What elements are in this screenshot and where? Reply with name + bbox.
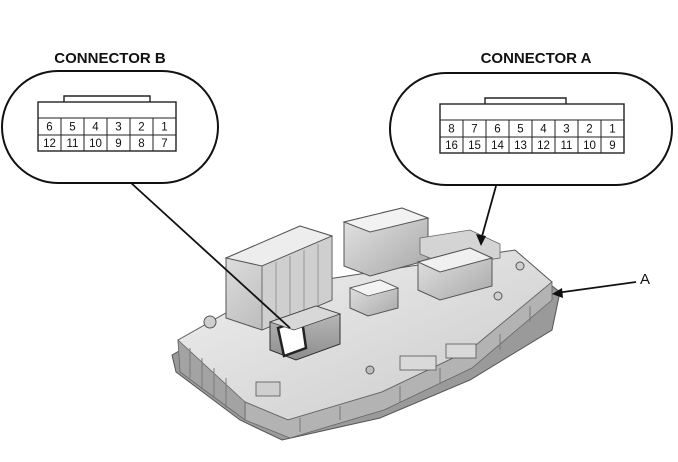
connector-b-latch xyxy=(63,95,151,102)
connector-a-bottom-pin-label: 13 xyxy=(514,140,527,152)
connector-b-bottom-pin-label: 10 xyxy=(89,138,102,150)
connector-a-bottom-pin-label: 16 xyxy=(445,140,458,152)
connector-a-bottom-pin-label: 9 xyxy=(609,140,615,152)
connector-a-top-pin-label: 6 xyxy=(494,124,500,136)
connector-b-top-pin-label: 2 xyxy=(138,122,144,134)
leader-lines xyxy=(129,181,637,329)
connector-b-top-pin-label: 5 xyxy=(69,122,75,134)
connector-b-bottom-pin-label: 7 xyxy=(161,138,167,150)
connector-a-callout: CONNECTOR A 8 7 6 5 4 3 2 1 16 15 14 13 12 11 10 9 xyxy=(389,50,673,186)
connector-a-bottom-pin-label: 15 xyxy=(468,140,481,152)
control-unit-illustration xyxy=(171,207,561,441)
connector-a-top-pin-label: 4 xyxy=(540,124,547,136)
callout-a-arrowhead xyxy=(552,288,563,298)
connector-a-top-pin-label: 8 xyxy=(448,124,454,136)
connector-a-top-pin-label: 5 xyxy=(517,124,523,136)
connector-b-top-pin-label: 3 xyxy=(115,122,121,134)
connector-a-bottom-pin-label: 10 xyxy=(583,140,596,152)
connector-b-leader xyxy=(129,181,291,329)
connector-b-bottom-pin-label: 12 xyxy=(43,138,56,150)
connector-a-title: CONNECTOR A xyxy=(481,50,592,67)
connector-b-title: CONNECTOR B xyxy=(54,50,166,67)
connector-b-top-pin-label: 4 xyxy=(92,122,99,134)
connector-a-top-pin-label: 7 xyxy=(471,124,477,136)
connector-b-bottom-pin-label: 11 xyxy=(67,138,79,150)
connector-b-bottom-pin-label: 9 xyxy=(115,138,121,150)
connector-b-top-pin-label: 6 xyxy=(46,122,52,134)
connector-a-top-row: 8 7 6 5 4 3 2 1 xyxy=(448,120,616,137)
connector-a-latch xyxy=(484,97,567,104)
connector-b-callout: CONNECTOR B 6 5 4 3 2 1 12 11 10 9 8 7 xyxy=(1,50,219,184)
connector-b-top-row: 6 5 4 3 2 1 xyxy=(46,118,168,135)
connector-a-bottom-pin-label: 14 xyxy=(491,140,504,152)
callout-a-leader xyxy=(555,281,637,294)
connector-a-bottom-pin-label: 12 xyxy=(537,140,550,152)
connector-a-bottom-pin-label: 11 xyxy=(561,140,573,152)
connector-a-top-pin-label: 2 xyxy=(586,124,592,136)
connector-b-top-pin-label: 1 xyxy=(161,122,167,134)
connector-a-bottom-row: 16 15 14 13 12 11 10 9 xyxy=(445,137,616,153)
connector-a-top-pin-label: 1 xyxy=(609,124,615,136)
callout-a-label: A xyxy=(640,271,650,288)
connector-b-bottom-row: 12 11 10 9 8 7 xyxy=(43,135,168,151)
connector-a-top-pin-label: 3 xyxy=(563,124,569,136)
connector-b-bottom-pin-label: 8 xyxy=(138,138,144,150)
connector-a-arrowhead xyxy=(476,234,486,246)
connector-a-leader xyxy=(480,185,497,241)
